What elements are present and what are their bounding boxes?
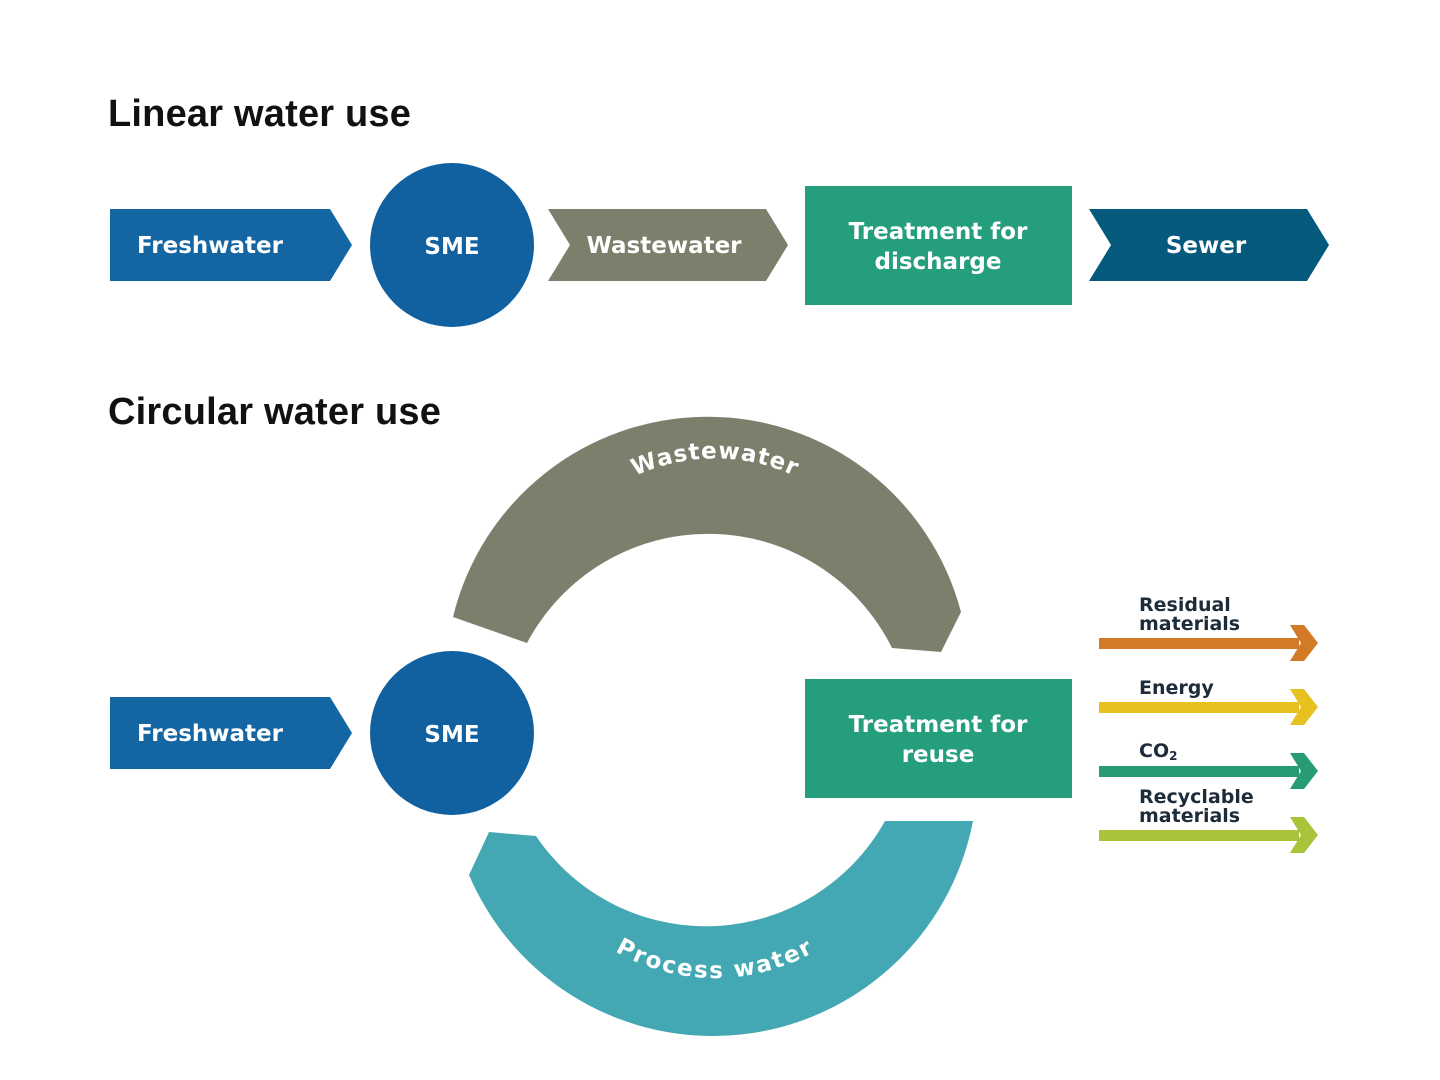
circular-sme-label: SME	[424, 722, 479, 748]
linear-treatment-box: Treatment for discharge	[805, 186, 1072, 305]
linear-sewer-label: Sewer	[1166, 233, 1247, 259]
linear-freshwater-arrow: Freshwater	[110, 209, 352, 281]
output-energy-label: Energy	[1139, 677, 1214, 699]
output-residual-line1: Residual	[1139, 594, 1231, 616]
circular-sme-circle: SME	[370, 651, 534, 815]
output-arrow-recyclable-materials: Recyclable materials	[1099, 786, 1318, 853]
circular-wastewater-arc: Wastewater	[453, 416, 961, 652]
output-recyclable-line2: materials	[1139, 805, 1240, 827]
circular-water-use-heading: Circular water use	[108, 391, 442, 433]
output-arrow-co2: CO2	[1099, 740, 1318, 789]
circular-freshwater-arrow: Freshwater	[110, 697, 352, 769]
linear-wastewater-chevron: Wastewater	[548, 209, 788, 281]
linear-sewer-chevron: Sewer	[1089, 209, 1329, 281]
linear-treatment-line1: Treatment for	[849, 219, 1028, 245]
circular-treatment-line2: reuse	[902, 742, 975, 768]
output-arrow-residual-materials: Residual materials	[1099, 594, 1318, 661]
linear-water-use-heading: Linear water use	[108, 93, 412, 135]
output-recyclable-line1: Recyclable	[1139, 786, 1254, 808]
linear-freshwater-label: Freshwater	[137, 233, 284, 259]
linear-treatment-line2: discharge	[875, 249, 1002, 275]
linear-sme-label: SME	[424, 234, 479, 260]
linear-wastewater-label: Wastewater	[586, 233, 742, 259]
circular-process-water-arc: Process water	[469, 821, 973, 1037]
circular-treatment-box: Treatment for reuse	[805, 679, 1072, 798]
output-co2-label: CO2	[1139, 740, 1177, 763]
circular-freshwater-label: Freshwater	[137, 721, 284, 747]
circular-treatment-line1: Treatment for	[849, 712, 1028, 738]
output-arrow-energy: Energy	[1099, 677, 1318, 725]
output-residual-line2: materials	[1139, 613, 1240, 635]
linear-sme-circle: SME	[370, 163, 534, 327]
